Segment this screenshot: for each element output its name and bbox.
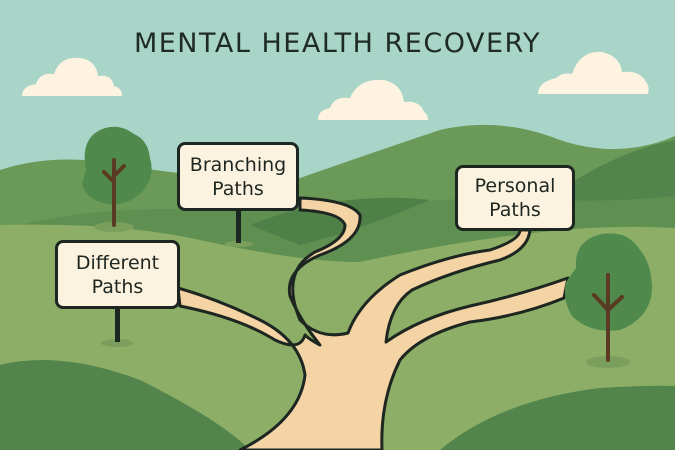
front-left-hill — [0, 360, 250, 450]
cloud-icon — [22, 57, 122, 96]
sign-label-line2: Paths — [489, 199, 541, 221]
branching-path — [176, 196, 570, 450]
sign-label-line1: Branching — [189, 153, 287, 176]
sign-label-line2: Paths — [212, 177, 264, 200]
signpost-pole — [236, 205, 241, 243]
sign-different-paths: Different Paths — [55, 240, 180, 309]
front-right-hill — [440, 385, 675, 450]
cloud-icon — [318, 79, 428, 120]
mid-hill-shadow — [250, 197, 430, 245]
cloud-icon — [538, 51, 649, 94]
sign-personal-paths: Personal Paths — [455, 165, 575, 231]
page-title: MENTAL HEALTH RECOVERY — [133, 28, 542, 59]
signpost-shadow — [101, 339, 133, 347]
signpost-shadow — [225, 241, 253, 247]
sign-label-line1: Personal — [474, 175, 556, 197]
tree-icon — [564, 233, 652, 362]
tree-icon — [82, 126, 152, 227]
signpost-pole — [115, 305, 120, 342]
sign-label-line2: Paths — [91, 275, 144, 298]
sign-branching-paths: Branching Paths — [177, 142, 299, 211]
sign-label-line1: Different — [75, 251, 160, 274]
